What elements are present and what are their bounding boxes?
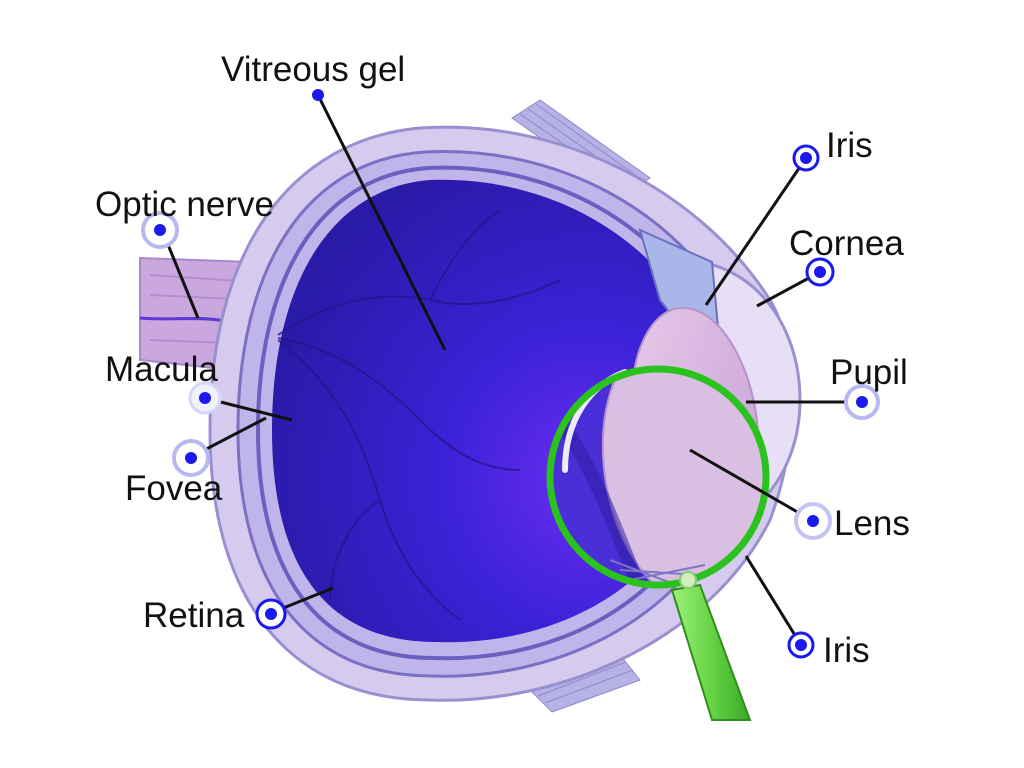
hotspot-iris-top[interactable] [792,144,820,172]
hotspot-fovea[interactable] [172,439,210,477]
hotspot-pupil[interactable] [844,384,880,420]
hotspot-optic-nerve[interactable] [141,211,179,249]
label-lens: Lens [834,504,910,543]
label-iris-top: Iris [826,126,873,165]
hotspot-retina[interactable] [255,598,287,630]
retinal-vessels [277,209,561,621]
label-iris-bottom: Iris [823,631,870,670]
magnifier-icon [546,365,770,589]
label-vitreous-gel: Vitreous gel [221,50,406,89]
label-retina: Retina [143,596,245,635]
label-pupil: Pupil [830,353,908,392]
hotspot-vitreous-gel[interactable] [312,89,324,101]
hotspot-cornea[interactable] [805,257,835,287]
magnifier-handle [670,583,752,721]
hotspot-macula[interactable] [188,381,222,415]
label-cornea: Cornea [789,224,904,263]
label-optic-nerve: Optic nerve [95,185,274,224]
label-fovea: Fovea [125,469,223,508]
hotspot-iris-bottom[interactable] [787,631,815,659]
hotspot-lens[interactable] [794,502,832,540]
label-macula: Macula [105,350,218,389]
magnifier-joint [679,571,697,589]
